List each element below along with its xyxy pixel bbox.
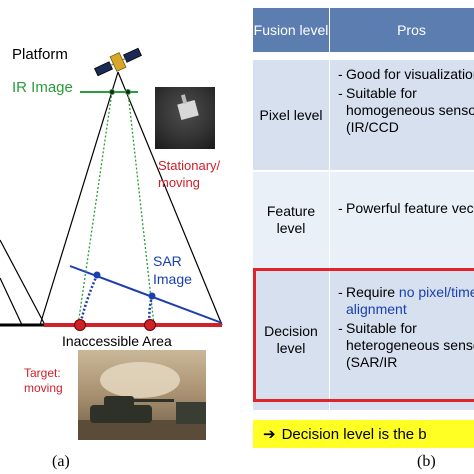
header-fusion-level: Fusion level [253,8,330,52]
inaccessible-area-label: Inaccessible Area [62,333,172,349]
list-item: Suitable for homogeneous sensors (IR/CCD [338,85,474,136]
no-alignment-text: no pixel/time alignment [346,284,474,317]
list-item: Suitable for heterogeneous sensors (SAR/… [338,320,474,371]
row-pixel-level: Pixel level [253,60,330,170]
row-feature-pros: Powerful feature vector [330,172,474,268]
list-item: Powerful feature vector [338,200,474,217]
ir-thumbnail-image [155,87,215,149]
row-feature-level: Feature level [253,172,330,268]
row-pixel-pros: Good for visualization Suitable for homo… [330,60,474,170]
target-moving-label: Target: moving [24,366,63,395]
sar-point-left [93,271,101,279]
ir-view-cone [77,91,155,326]
conclusion-text: Decision level is the b [281,425,427,443]
target-point-left [74,319,86,331]
wide-view-cone [39,71,223,326]
header-pros: Pros [330,8,474,52]
satellite-icon [94,47,142,77]
arrow-right-icon: ➔ [263,426,276,443]
sar-image-label: SAR Image [153,253,192,287]
ir-image-label: IR Image [12,79,73,96]
ground-lines [0,239,46,327]
row-decision-pros: Require no pixel/time alignment Suitable… [330,270,474,410]
ir-point-left [109,89,115,95]
sar-point-right [148,292,156,300]
require-text: Require [346,284,399,300]
stationary-moving-label: Stationary/ moving [158,158,221,190]
target-point-right [144,319,156,331]
list-item: Require no pixel/time alignment [338,284,474,318]
row-decision-level: Decision level [253,270,330,410]
sar-projection-left [78,274,99,326]
platform-label: Platform [12,46,68,63]
conclusion-banner: ➔ Decision level is the b [253,420,474,448]
ir-point-right [125,89,131,95]
caption-b: (b) [417,453,436,470]
list-item: Good for visualization [338,66,474,83]
target-tank-photo [78,350,206,440]
caption-a: (a) [52,453,70,470]
